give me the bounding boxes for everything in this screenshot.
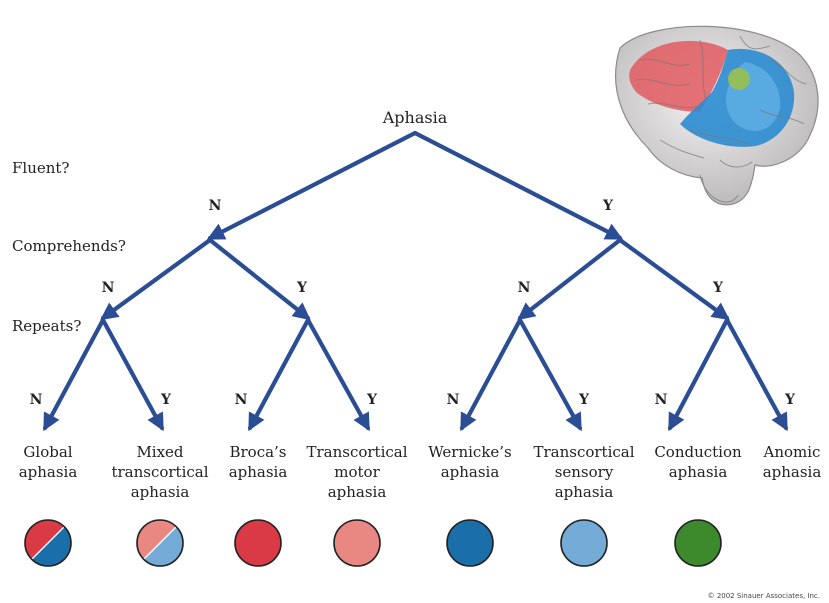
no-branch-label: N — [447, 392, 460, 408]
yes-branch-label: Y — [602, 198, 614, 214]
edge-fluent-yes — [412, 130, 624, 241]
edge-rep-tc-motor — [305, 317, 371, 432]
edge-rep-tc-sensory — [517, 317, 583, 432]
edge-rep-global — [42, 317, 106, 432]
brain-illustration — [615, 25, 819, 206]
yes-branch-label: Y — [578, 392, 590, 408]
no-branch-label: N — [518, 280, 531, 296]
swatch-transcortical-sensory — [560, 519, 608, 567]
edge-comp-yes-right — [617, 237, 730, 321]
edge-comp-no-right — [517, 237, 623, 321]
copyright-notice: © 2002 Sinauer Associates, Inc. — [708, 592, 820, 600]
no-branch-label: N — [209, 198, 222, 214]
yes-branch-label: Y — [160, 392, 172, 408]
edge-rep-conduction — [667, 317, 730, 432]
edge-rep-anomic — [724, 317, 789, 432]
edge-rep-wernicke — [459, 317, 523, 432]
edge-rep-broca — [247, 317, 311, 432]
question-comprehends: Comprehends? — [12, 237, 126, 255]
no-branch-label: N — [235, 392, 248, 408]
swatch-wernickes — [446, 519, 494, 567]
swatch-mixed-transcortical — [136, 519, 184, 567]
yes-branch-label: Y — [784, 392, 796, 408]
swatch-brocas — [234, 519, 282, 567]
no-branch-label: N — [102, 280, 115, 296]
edge-rep-mixed — [100, 317, 165, 432]
color-swatches — [24, 519, 722, 567]
edge-comp-yes-left — [207, 237, 311, 321]
swatch-conduction — [674, 519, 722, 567]
edge-fluent-no — [206, 130, 418, 241]
question-repeats: Repeats? — [12, 317, 81, 335]
no-branch-label: N — [30, 392, 43, 408]
question-fluent: Fluent? — [12, 159, 69, 177]
branch-labels: N Y N Y N Y N Y N Y N Y N Y — [30, 198, 796, 408]
tree-edges — [42, 130, 789, 432]
yes-branch-label: Y — [296, 280, 308, 296]
swatch-global — [24, 519, 72, 567]
yes-branch-label: Y — [366, 392, 378, 408]
no-branch-label: N — [655, 392, 668, 408]
yes-branch-label: Y — [712, 280, 724, 296]
root-label: Aphasia — [382, 108, 448, 127]
swatch-transcortical-motor — [333, 519, 381, 567]
edge-comp-no-left — [100, 237, 213, 321]
